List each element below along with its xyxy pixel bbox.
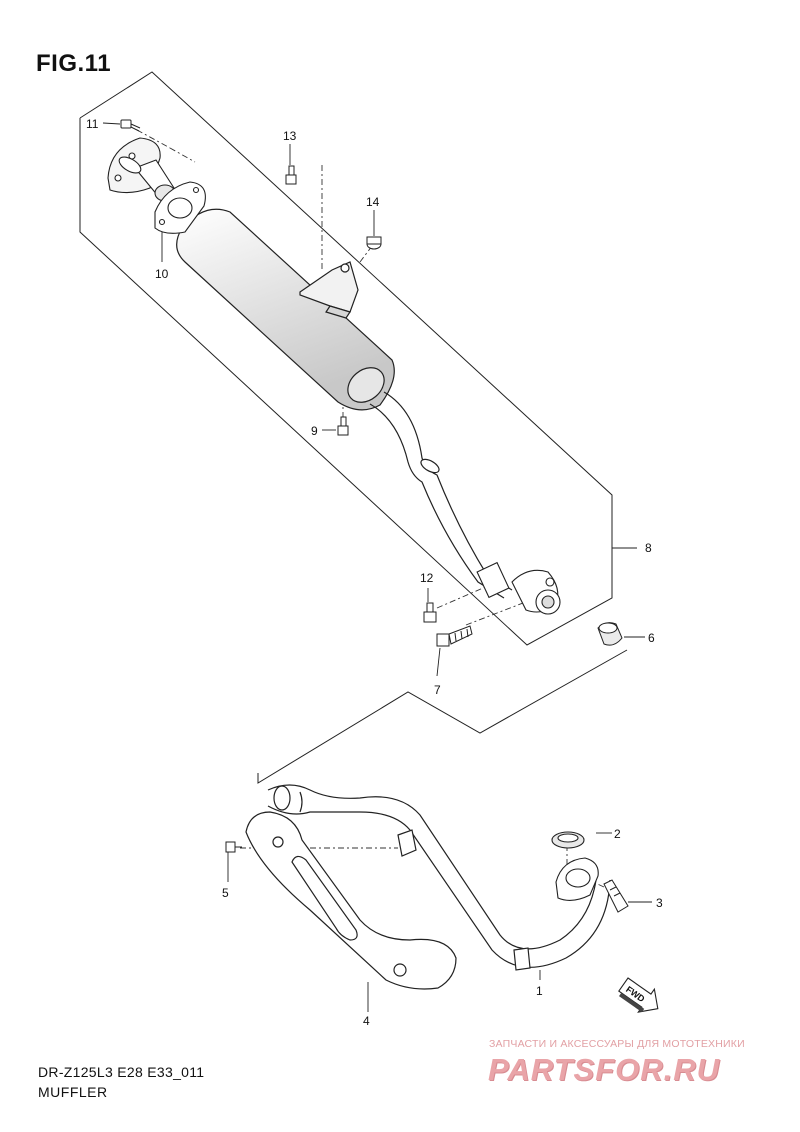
watermark-logo: PARTSFOR.RU (488, 1052, 721, 1087)
head-pipe-frame (257, 649, 628, 784)
gasket-2 (551, 831, 585, 849)
model-code: DR-Z125L3 E28 E33_011 (38, 1064, 205, 1080)
callout-4: 4 (363, 1014, 370, 1028)
bolt-3 (603, 879, 629, 913)
heat-shield (245, 811, 457, 990)
callout-10: 10 (155, 267, 169, 281)
callout-3: 3 (656, 896, 663, 910)
bolt-13 (285, 165, 297, 185)
leader-lines (102, 122, 652, 1012)
callout-9: 9 (311, 424, 318, 438)
muffler-body (176, 208, 395, 411)
callout-5: 5 (222, 886, 229, 900)
callout-6: 6 (648, 631, 655, 645)
outlet-clamp (476, 561, 561, 615)
gasket (154, 181, 206, 234)
callout-11: 11 (86, 117, 99, 131)
assembly-frame (79, 71, 637, 646)
figure-title: FIG.11 (36, 50, 112, 77)
muffler-inlet-flange (107, 137, 176, 202)
callout-8: 8 (645, 541, 652, 555)
bolt-5 (225, 841, 242, 853)
callout-14: 14 (366, 195, 380, 209)
callout-13: 13 (283, 129, 297, 143)
callout-numbers: 11 10 13 14 9 8 12 6 7 2 3 5 1 4 (86, 117, 663, 1028)
muffler-outlet-pipe (369, 391, 513, 599)
exhaust-head-pipe (267, 784, 611, 971)
watermark-tagline: ЗАПЧАСТИ И АКСЕССУАРЫ ДЛЯ МОТОТЕХНИКИ (489, 1038, 745, 1050)
section-name: MUFFLER (38, 1084, 108, 1100)
alignment-lines (136, 129, 605, 888)
bolt-9 (337, 416, 349, 436)
nut-14 (366, 236, 382, 250)
callout-12: 12 (420, 571, 434, 585)
callout-2: 2 (614, 827, 621, 841)
callout-1: 1 (536, 984, 543, 998)
cushion-6 (597, 622, 623, 646)
bolt-7 (436, 625, 473, 647)
forward-direction-arrow: FWD (618, 977, 659, 1013)
exhaust-flange (555, 857, 599, 901)
callout-7: 7 (434, 683, 441, 697)
bolt-12 (423, 602, 437, 623)
bolt-11 (120, 119, 141, 132)
